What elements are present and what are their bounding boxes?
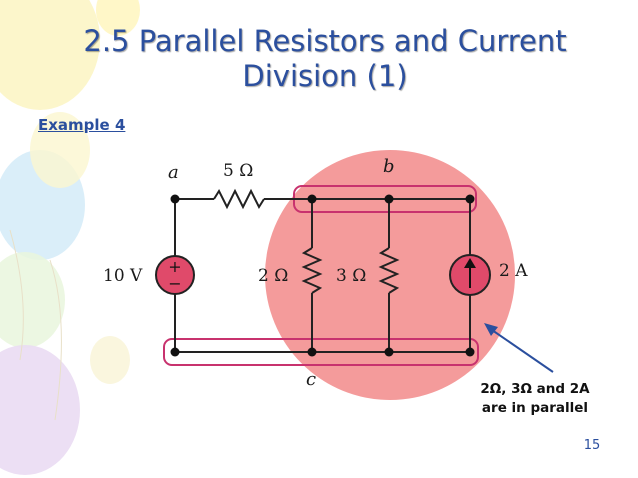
- node-dot-c0: [170, 347, 180, 357]
- node-dot-c1: [307, 347, 317, 357]
- current-source-label: 2 A: [499, 261, 528, 281]
- voltage-source-icon: [155, 255, 195, 295]
- node-a-label: a: [168, 162, 179, 183]
- slide-title: 2.5 Parallel Resistors and Current Divis…: [40, 24, 610, 94]
- voltage-plus-sign: +: [168, 257, 181, 276]
- page-number: 15: [583, 438, 601, 453]
- parallel-annotation: 2Ω, 3Ω and 2A are in parallel: [470, 380, 600, 418]
- example-label: Example 4: [38, 116, 126, 134]
- annotation-line-2: are in parallel: [481, 400, 589, 416]
- resistor-3ohm: [378, 247, 400, 294]
- node-dot-c2: [384, 347, 394, 357]
- voltage-minus-sign: −: [168, 274, 181, 293]
- resistor-3ohm-label: 3 Ω: [336, 266, 366, 286]
- node-dot-b1: [307, 194, 317, 204]
- node-c-outline: [163, 338, 479, 366]
- node-dot-b3: [465, 194, 475, 204]
- title-line-2: Division (1): [242, 59, 408, 93]
- node-dot-a: [170, 194, 180, 204]
- node-dot-c3: [465, 347, 475, 357]
- resistor-2ohm-label: 2 Ω: [258, 266, 288, 286]
- node-dot-b2: [384, 194, 394, 204]
- annotation-line-1: 2Ω, 3Ω and 2A: [480, 381, 590, 397]
- resistor-5ohm-label: 5 Ω: [223, 161, 253, 181]
- node-b-label: b: [383, 156, 395, 177]
- resistor-2ohm: [301, 247, 323, 294]
- annotation-arrow-icon: [484, 323, 554, 373]
- node-c-label: c: [306, 369, 316, 390]
- title-line-1: 2.5 Parallel Resistors and Current: [83, 24, 567, 58]
- current-arrow-icon: [464, 258, 476, 288]
- resistor-5ohm: [213, 188, 265, 210]
- voltage-source-label: 10 V: [103, 266, 143, 286]
